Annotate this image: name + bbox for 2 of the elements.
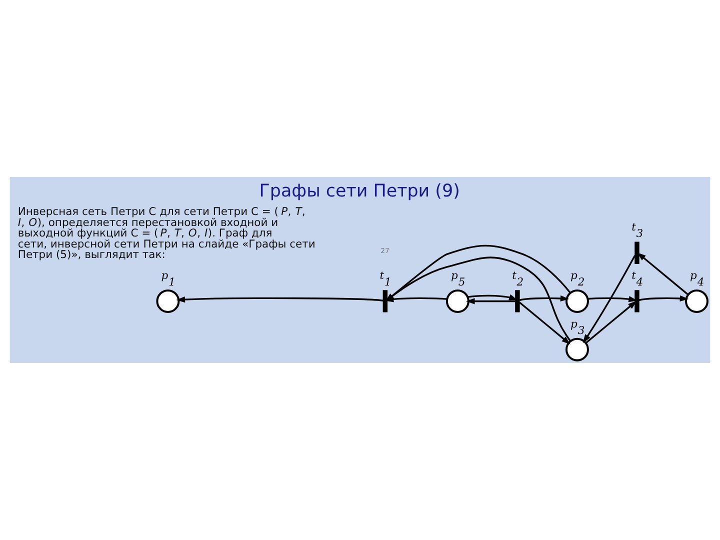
diagram-title: Графы сети Петри (9) bbox=[259, 181, 460, 202]
label: Инверсная сеть Петри C для сети Петри C = (P, T, I, O), определяется перестановкой входной и выходной функций C = (P, T, O, I). Граф для сети, инверсной сети Петри на слайде «Графы сети Петри (5)», выглядит так: bbox=[18, 205, 316, 262]
